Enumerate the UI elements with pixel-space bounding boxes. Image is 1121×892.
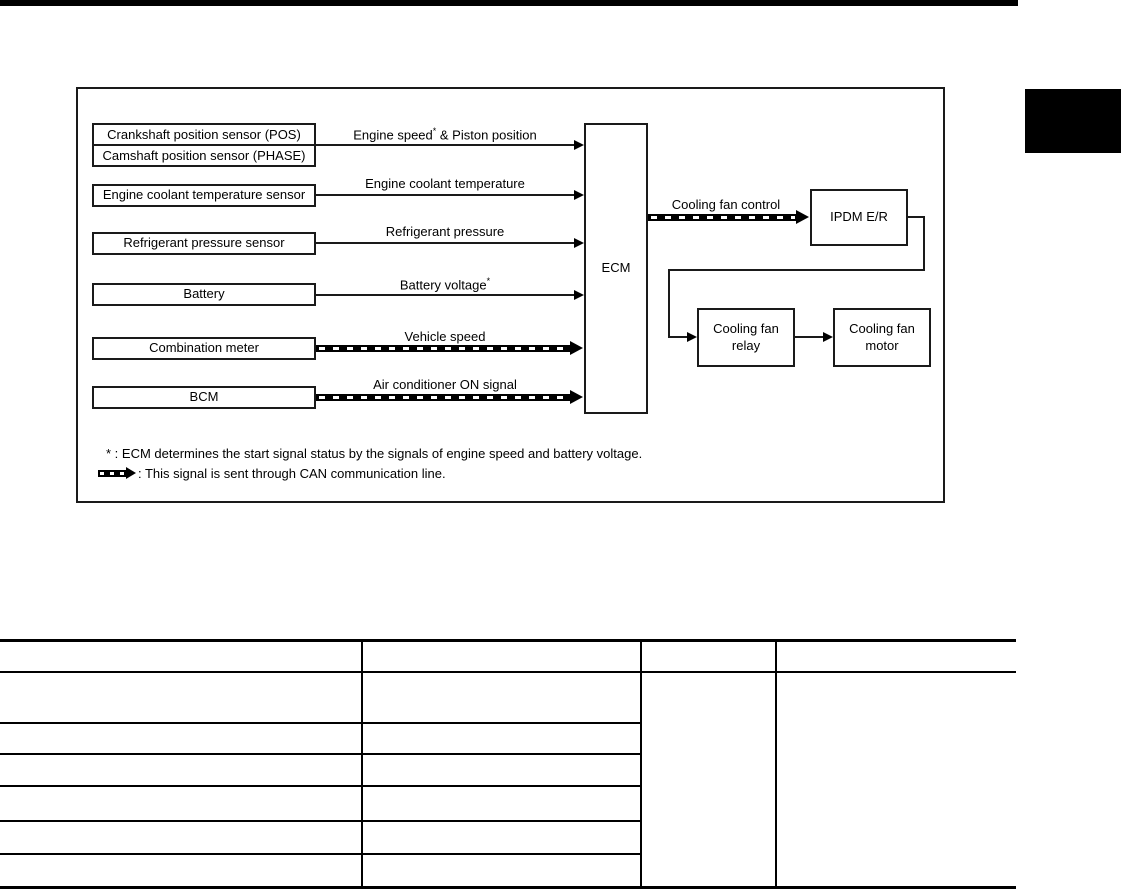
table-row-rule-5 (0, 853, 640, 855)
cooling-fan-relay-box: Cooling fan relay (697, 308, 795, 367)
asterisk-superscript: * (432, 126, 437, 136)
footnote-asterisk: * : ECM determines the start signal stat… (106, 446, 643, 461)
page-top-rule (0, 0, 1018, 6)
route-line-across (668, 269, 925, 271)
arrowhead-battery-voltage (574, 290, 584, 300)
route-line-into-relay (668, 336, 687, 338)
table-column-divider-1 (361, 639, 363, 889)
signal-label-refrigerant-pressure: Refrigerant pressure (385, 224, 505, 239)
can-arrowhead-vehicle-speed (570, 341, 583, 355)
footnote-can-legend: : This signal is sent through CAN commun… (98, 466, 446, 481)
route-line-ipdm-out (908, 216, 925, 218)
table-border-bottom (0, 886, 1016, 889)
arrow-line-engine-speed (316, 144, 574, 146)
signal-label-battery-voltage: Battery voltage* (399, 276, 491, 293)
can-line-cooling-fan-control (648, 214, 796, 221)
arrow-line-battery-voltage (316, 294, 574, 296)
can-line-vehicle-speed (316, 345, 570, 352)
signal-label-coolant-temp: Engine coolant temperature (365, 176, 525, 191)
table-column-divider-3 (775, 639, 777, 889)
table-border-top (0, 639, 1016, 642)
arrowhead-relay-to-motor (823, 332, 833, 342)
input-box-bcm: BCM (92, 386, 316, 409)
can-dashed-arrow-icon (98, 467, 136, 480)
input-box-battery: Battery (92, 283, 316, 306)
section-tab-marker (1025, 89, 1121, 153)
input-box-combination-meter: Combination meter (92, 337, 316, 360)
arrowhead-coolant-temp (574, 190, 584, 200)
route-line-down-left (668, 269, 670, 337)
table-row-rule-4 (0, 820, 640, 822)
arrowhead-refrigerant-pressure (574, 238, 584, 248)
table-column-divider-2 (640, 639, 642, 889)
arrowhead-engine-speed (574, 140, 584, 150)
can-arrowhead-ac-on (570, 390, 583, 404)
cooling-fan-motor-box: Cooling fan motor (833, 308, 931, 367)
footnote-can-legend-text: : This signal is sent through CAN commun… (138, 466, 446, 481)
input-box-position-sensors: Crankshaft position sensor (POS) Camshaf… (92, 123, 316, 167)
ipdm-box: IPDM E/R (810, 189, 908, 246)
table-header-rule (0, 671, 1016, 673)
input-box-crankshaft-sensor: Crankshaft position sensor (POS) (94, 125, 314, 146)
can-line-ac-on (316, 394, 570, 401)
table-row-rule-3 (0, 785, 640, 787)
arrow-line-refrigerant-pressure (316, 242, 574, 244)
input-box-coolant-temp-sensor: Engine coolant temperature sensor (92, 184, 316, 207)
input-box-camshaft-sensor: Camshaft position sensor (PHASE) (102, 148, 306, 163)
arrowhead-into-relay (687, 332, 697, 342)
signal-label-cooling-fan-control: Cooling fan control (671, 197, 781, 212)
input-box-refrigerant-pressure-sensor: Refrigerant pressure sensor (92, 232, 316, 255)
table-row-rule-2 (0, 753, 640, 755)
arrow-line-coolant-temp (316, 194, 574, 196)
signal-label-ac-on: Air conditioner ON signal (373, 377, 517, 392)
signal-label-engine-speed: Engine speed* & Piston position (353, 126, 537, 143)
can-arrowhead-cooling-fan-control (796, 210, 809, 224)
arrow-line-relay-to-motor (795, 336, 823, 338)
signal-label-vehicle-speed: Vehicle speed (404, 329, 486, 344)
table-row-rule-1 (0, 722, 640, 724)
asterisk-superscript: * (486, 276, 491, 286)
ecm-box: ECM (584, 123, 648, 414)
route-line-down-right (923, 216, 925, 271)
